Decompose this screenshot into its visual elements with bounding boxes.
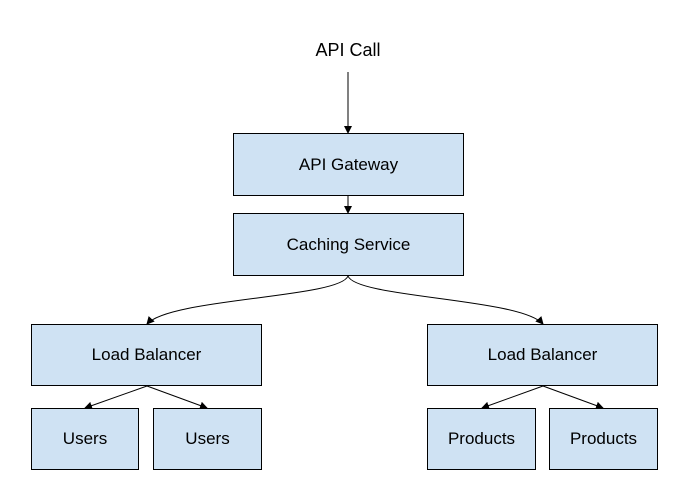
load-balancer-left-label: Load Balancer xyxy=(91,345,202,364)
edge-cache-to-lb-right xyxy=(347,275,544,325)
users-node-2: Users xyxy=(153,408,262,470)
edge-lb-left-to-users-2 xyxy=(146,385,208,410)
load-balancer-right-label: Load Balancer xyxy=(487,345,598,364)
users-node-1: Users xyxy=(31,408,139,470)
load-balancer-left-node: Load Balancer xyxy=(31,324,262,386)
users-label-2: Users xyxy=(185,429,230,448)
edge-lb-left-to-users-1 xyxy=(84,385,148,410)
products-label-2: Products xyxy=(569,429,638,448)
api-gateway-node: API Gateway xyxy=(233,133,464,196)
products-node-2: Products xyxy=(549,408,658,470)
api-call-label: API Call xyxy=(315,40,381,60)
edge-cache-to-lb-left xyxy=(146,275,349,325)
load-balancer-right-node: Load Balancer xyxy=(427,324,658,386)
edge-lb-right-to-products-2 xyxy=(542,385,604,410)
edge-lb-right-to-products-1 xyxy=(481,385,544,410)
products-label-1: Products xyxy=(447,429,516,448)
users-label-1: Users xyxy=(62,429,108,448)
api-gateway-label: API Gateway xyxy=(298,154,399,174)
caching-service-label: Caching Service xyxy=(286,234,411,254)
products-node-1: Products xyxy=(427,408,536,470)
caching-service-node: Caching Service xyxy=(233,213,464,276)
